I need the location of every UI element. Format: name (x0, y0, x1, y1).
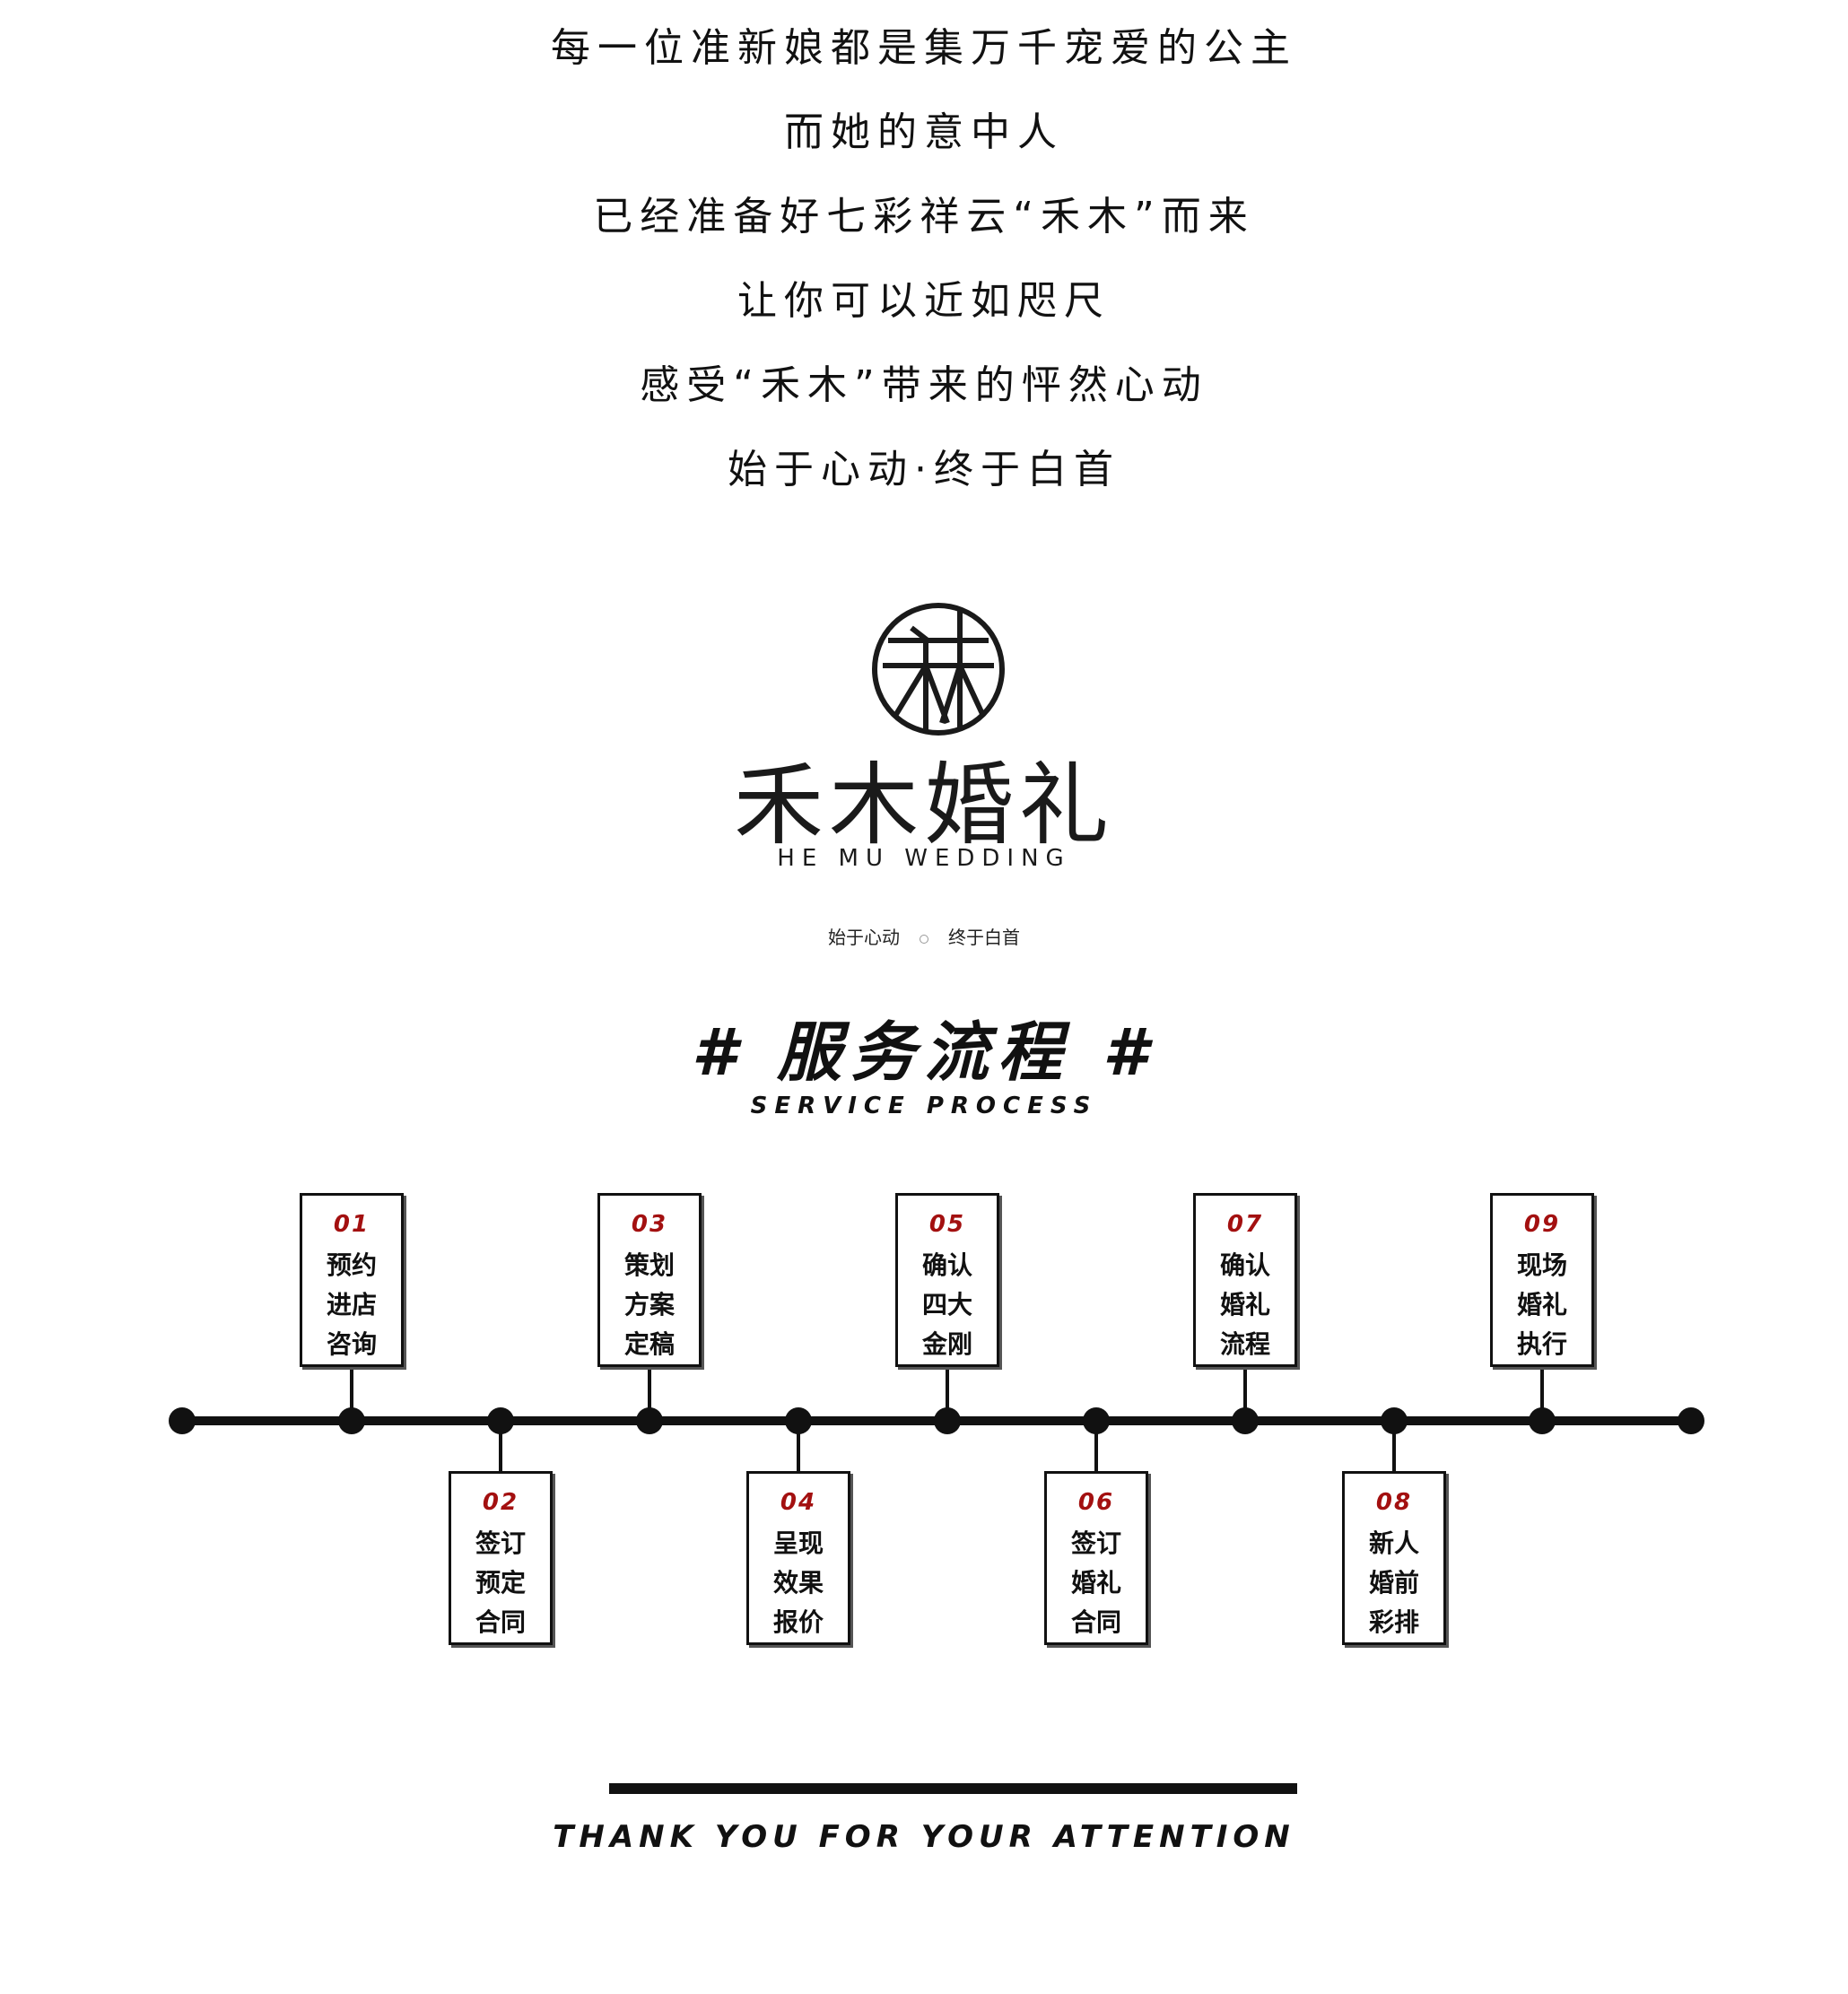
step-label-line: 呈现 (772, 1528, 824, 1558)
step-label-line: 确认 (1219, 1250, 1270, 1280)
brand-name-cn: 禾木婚礼 (734, 753, 1114, 858)
step-label: 确认婚礼流程 (1196, 1246, 1294, 1364)
step-number: 04 (780, 1489, 817, 1516)
hemu-circle-logo-icon (872, 603, 1005, 736)
timeline-marks (169, 1367, 1704, 1471)
timeline-node (1232, 1407, 1259, 1434)
step-label-line: 确认 (921, 1250, 972, 1280)
process-step-box: 06 签订婚礼合同 (1044, 1471, 1148, 1645)
brand-name-en: HE MU WEDDING (777, 845, 1071, 872)
step-label-line: 合同 (475, 1607, 526, 1637)
timeline-node (1381, 1407, 1408, 1434)
timeline-start-dot (169, 1407, 196, 1434)
step-label-line: 执行 (1516, 1329, 1567, 1359)
step-label-line: 四大 (921, 1290, 972, 1319)
intro-line: 已经准备好七彩祥云“禾木”而来 (593, 194, 1255, 239)
step-label-line: 彩排 (1368, 1607, 1419, 1637)
step-label-line: 咨询 (326, 1329, 377, 1359)
step-label-line: 定稿 (623, 1329, 675, 1359)
timeline-end-dot (1678, 1407, 1704, 1434)
step-label: 策划方案定稿 (600, 1246, 699, 1364)
step-label: 确认四大金刚 (898, 1246, 997, 1364)
step-label-line: 签订 (1070, 1528, 1121, 1558)
step-number: 01 (333, 1211, 370, 1238)
intro-line: 每一位准新娘都是集万千宠爱的公主 (551, 25, 1297, 71)
step-label-line: 策划 (623, 1250, 675, 1280)
process-step-box: 07 确认婚礼流程 (1193, 1193, 1297, 1367)
step-label: 现场婚礼执行 (1493, 1246, 1591, 1364)
slogan-separator-dot-icon (920, 934, 928, 944)
process-step-box: 08 新人婚前彩排 (1342, 1471, 1446, 1645)
step-label-line: 流程 (1219, 1329, 1270, 1359)
process-step-box: 01 预约进店咨询 (300, 1193, 404, 1367)
intro-line: 始于心动·终于白首 (728, 447, 1120, 492)
process-step-box: 09 现场婚礼执行 (1490, 1193, 1594, 1367)
footer-divider (609, 1783, 1297, 1794)
step-label: 呈现效果报价 (749, 1524, 848, 1642)
step-number: 05 (928, 1211, 966, 1238)
step-label-line: 婚礼 (1516, 1290, 1567, 1319)
step-label-line: 合同 (1070, 1607, 1121, 1637)
step-label-line: 预定 (475, 1568, 526, 1598)
step-number: 08 (1375, 1489, 1413, 1516)
step-label: 预约进店咨询 (302, 1246, 401, 1364)
intro-line: 感受“禾木”带来的怦然心动 (640, 362, 1208, 408)
step-number: 07 (1226, 1211, 1264, 1238)
timeline-node (338, 1407, 365, 1434)
timeline-node (1529, 1407, 1556, 1434)
timeline-node (636, 1407, 663, 1434)
step-label-line: 报价 (772, 1607, 824, 1637)
step-label-line: 预约 (326, 1250, 377, 1280)
process-step-box: 05 确认四大金刚 (895, 1193, 999, 1367)
timeline-node (785, 1407, 812, 1434)
step-label: 签订预定合同 (451, 1524, 550, 1642)
step-label: 签订婚礼合同 (1047, 1524, 1146, 1642)
section-title: # 服务流程 # (691, 1014, 1157, 1090)
timeline-node (934, 1407, 961, 1434)
step-label-line: 婚礼 (1219, 1290, 1270, 1319)
process-step-box: 02 签订预定合同 (449, 1471, 553, 1645)
intro-line: 让你可以近如咫尺 (737, 278, 1111, 324)
step-label-line: 方案 (623, 1290, 675, 1319)
step-label: 新人婚前彩排 (1345, 1524, 1443, 1642)
step-number: 09 (1523, 1211, 1561, 1238)
step-label-line: 签订 (475, 1528, 526, 1558)
step-label-line: 现场 (1516, 1250, 1567, 1280)
thanks-text: THANK YOU FOR YOUR ATTENTION (553, 1819, 1295, 1855)
timeline-node (487, 1407, 514, 1434)
process-step-box: 03 策划方案定稿 (597, 1193, 702, 1367)
brand-slogan: 始于心动 终于白首 (0, 924, 1848, 951)
step-label-line: 新人 (1368, 1528, 1419, 1558)
step-label-line: 婚礼 (1070, 1568, 1121, 1598)
step-label-line: 金刚 (921, 1329, 972, 1359)
step-number: 06 (1077, 1489, 1115, 1516)
intro-line: 而她的意中人 (784, 109, 1064, 155)
step-number: 03 (631, 1211, 668, 1238)
process-step-box: 04 呈现效果报价 (746, 1471, 850, 1645)
timeline-node (1083, 1407, 1110, 1434)
step-label-line: 婚前 (1368, 1568, 1419, 1598)
slogan-left: 始于心动 (828, 927, 900, 948)
step-number: 02 (482, 1489, 519, 1516)
step-label-line: 进店 (326, 1290, 377, 1319)
step-label-line: 效果 (772, 1568, 824, 1598)
slogan-right: 终于白首 (948, 927, 1020, 948)
section-subtitle: SERVICE PROCESS (750, 1093, 1098, 1119)
